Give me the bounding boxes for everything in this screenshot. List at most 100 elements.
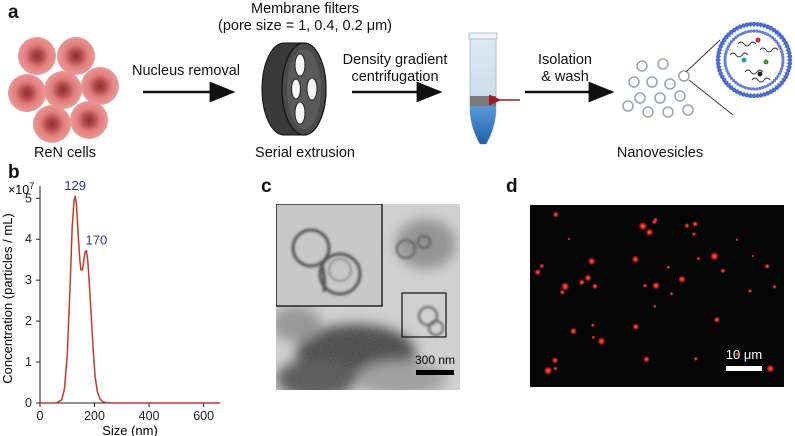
fluorescent-spot <box>772 284 777 289</box>
fluorescent-spot <box>678 275 686 284</box>
y-multiplier-label: ×107 <box>8 181 34 197</box>
fluorescent-spot <box>766 364 775 373</box>
fluorescent-spot <box>651 219 657 225</box>
zoom-line-bottom <box>688 79 734 116</box>
fluorescent-spot <box>720 268 726 274</box>
x-tick-label: 600 <box>193 409 214 423</box>
fluorescent-spot <box>751 254 755 258</box>
tem-micrograph: 300 nm <box>276 204 460 390</box>
fluor-scale-bar <box>726 366 762 371</box>
fluorescent-spot <box>539 263 545 269</box>
panel-label-b: b <box>8 162 20 183</box>
chart-axes: 0 200 400 600 0 1 2 3 4 5 <box>25 186 220 423</box>
fluorescent-spot <box>560 282 570 291</box>
fluorescent-spot <box>552 211 559 218</box>
fluorescence-image: 10 μm <box>530 205 784 387</box>
x-axis-label: Size (nm) <box>102 423 158 436</box>
fluorescent-spot <box>642 283 648 288</box>
step-nucleus-removal: Nucleus removal <box>132 63 240 79</box>
cell-icon <box>18 37 56 75</box>
peak-annotation: 129 <box>64 178 86 193</box>
cell-icon <box>44 71 82 109</box>
series-line <box>40 195 220 404</box>
zoom-line-top <box>685 39 721 73</box>
fluorescent-spot <box>559 289 566 295</box>
fluorescent-spot <box>543 366 553 376</box>
y-tick-label: 2 <box>25 314 32 328</box>
fluorescent-spot <box>597 337 606 346</box>
vesicle-band <box>470 96 496 106</box>
panel-label-d: d <box>506 176 518 197</box>
extrusion-label: Serial extrusion <box>255 145 355 161</box>
fluorescent-spot <box>590 323 595 328</box>
fluorescent-spot <box>764 263 770 269</box>
tem-scale-bar <box>416 370 454 375</box>
x-tick-label: 400 <box>139 409 160 423</box>
fluorescent-spot <box>713 316 721 323</box>
fluorescent-spot <box>578 279 585 286</box>
panel-label-c: c <box>261 176 272 197</box>
y-tick-label: 0 <box>25 396 32 410</box>
fluorescent-spot <box>710 251 719 261</box>
cells-cluster <box>8 37 119 143</box>
magnified-vesicle-icon <box>715 21 793 99</box>
fluorescent-spot <box>693 356 698 361</box>
fluorescent-spot <box>584 274 592 282</box>
x-tick-label: 200 <box>84 409 105 423</box>
fluorescent-spot <box>692 221 699 227</box>
step-density-line1: Density gradient <box>342 52 448 68</box>
fluor-scale-label: 10 μm <box>726 347 762 362</box>
fluorescent-spot <box>534 268 541 276</box>
size-distribution-chart: ×107 Concentration (particles / mL) Size… <box>0 178 220 436</box>
panel-label-a: a <box>8 2 19 23</box>
y-axis-label: Concentration (particles / mL) <box>0 213 15 384</box>
y-tick-label: 1 <box>25 355 32 369</box>
filters-pore-size: (pore size = 1, 0.4, 0.2 μm) <box>218 18 392 34</box>
fluorescent-spot <box>569 327 577 335</box>
nanovesicles-group <box>622 58 694 118</box>
fluorescent-spot <box>691 231 697 237</box>
fluorescent-spot <box>638 221 648 231</box>
step-isolation-line2: & wash <box>541 69 589 85</box>
fluorescent-spot <box>696 256 701 261</box>
fluorescent-spot <box>631 255 640 264</box>
fluorescent-spot <box>735 238 739 242</box>
filters-title: Membrane filters <box>251 1 359 17</box>
cell-icon <box>81 67 119 105</box>
fluorescent-spot <box>652 281 660 290</box>
cell-icon <box>8 74 46 112</box>
cell-icon <box>33 105 71 143</box>
tem-inset <box>276 204 383 307</box>
peak-annotation: 170 <box>86 233 108 248</box>
fluorescent-spots <box>534 211 777 376</box>
x-tick-label: 0 <box>37 409 44 423</box>
cells-label: ReN cells <box>33 145 97 161</box>
fluorescent-spot <box>643 356 650 363</box>
fluorescent-spot <box>553 366 558 371</box>
fluorescent-spot <box>551 357 559 364</box>
step-density-line2: centrifugation <box>351 69 439 85</box>
fluorescent-spot <box>645 228 654 237</box>
filter-cylinder-icon <box>261 42 327 136</box>
y-tick-label: 4 <box>25 232 32 246</box>
fluorescent-spot <box>684 223 690 229</box>
fluorescent-spot <box>652 304 657 309</box>
fluorescent-spot <box>747 288 753 294</box>
step-isolation-line1: Isolation <box>537 52 592 68</box>
fluorescent-spot <box>632 323 640 331</box>
y-tick-label: 3 <box>25 273 32 287</box>
cell-icon <box>57 37 95 75</box>
cell-icon <box>70 101 108 139</box>
fluorescent-spot <box>669 291 674 296</box>
fluorescent-spot <box>735 352 739 357</box>
tem-scale-label: 300 nm <box>415 353 455 367</box>
y-tick-label: 5 <box>25 191 32 205</box>
fluorescent-spot <box>666 265 671 270</box>
chart-plot: 129 170 <box>40 178 220 404</box>
nanovesicles-label: Nanovesicles <box>616 145 704 161</box>
fluorescent-spot <box>592 283 598 290</box>
fluorescent-spot <box>567 237 571 241</box>
tem-zoom-box <box>401 292 447 338</box>
fluorescent-spot <box>587 257 596 266</box>
fluorescent-spot <box>591 335 596 340</box>
